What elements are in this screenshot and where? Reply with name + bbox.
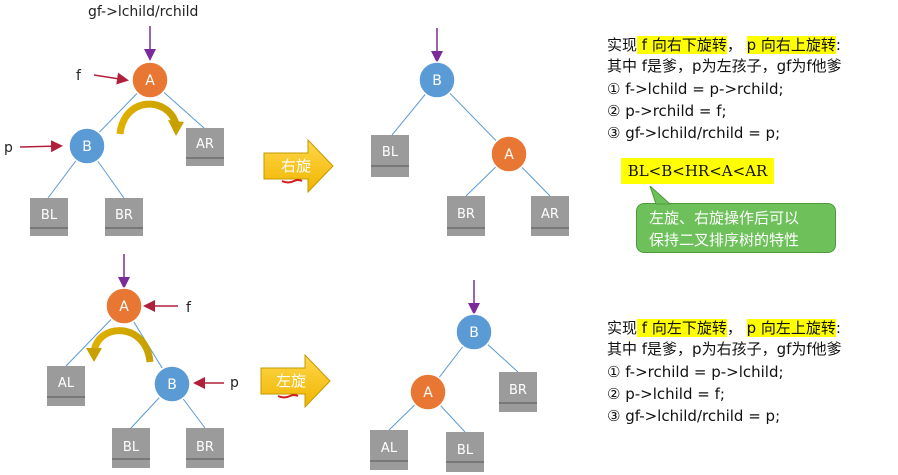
node-b (418, 61, 456, 99)
box-ar-label: AR (196, 137, 214, 152)
box-br-label: BR (457, 207, 475, 222)
f-label-bottom: f (186, 300, 192, 316)
node-b-label: B (469, 325, 479, 341)
inorder-sequence: BL<B<HR<A<AR (621, 158, 774, 184)
p-pointer-arrow-top (19, 140, 63, 153)
callout-line-2: 保持二叉排序树的特性 (649, 231, 800, 249)
node-b-label: B (82, 139, 92, 155)
p-label-top: p (4, 140, 13, 156)
node-a (105, 287, 143, 325)
right-rotate-label: 右旋 (281, 157, 311, 175)
box-al: AL (370, 430, 408, 470)
desc-suffix: : (835, 36, 841, 54)
left-rotate-arrow: 左旋 (260, 353, 331, 409)
node-b-label: B (432, 73, 442, 89)
node-a (131, 61, 169, 99)
scribble-mark (277, 394, 299, 399)
box-br-label: BR (509, 383, 527, 398)
node-a (409, 373, 447, 411)
gf-label: gf->lchild/rchild (88, 4, 198, 20)
desc-prefix: 实现 (607, 36, 638, 54)
bottom-step-3: ③ gf->lchild/rchild = p; (607, 407, 781, 425)
box-bl-label: BL (382, 145, 399, 160)
top-desc-line2: 其中 f是爹，p为左孩子，gf为f他爹 (607, 57, 842, 75)
box-bl: BL (112, 428, 150, 468)
top-step-2: ② p->rchild = f; (607, 102, 727, 120)
desc-separator: ， (726, 319, 747, 337)
node-a (490, 135, 528, 173)
box-br: BR (186, 428, 224, 468)
box-bl: BL (446, 432, 484, 472)
p-label-bottom: p (230, 375, 239, 391)
desc-separator: ， (726, 36, 747, 54)
callout-note: 左旋、右旋操作后可以 保持二叉排序树的特性 (636, 203, 836, 253)
box-br: BR (105, 198, 143, 236)
rotation-curve-head-icon (86, 348, 102, 362)
rotation-curve-head-icon (168, 120, 184, 136)
top-desc-heading: 实现 f 向右下旋转， p 向右上旋转: (607, 35, 841, 55)
desc-highlight-f: f 向右下旋转 (637, 36, 727, 54)
f-label-top: f (76, 68, 82, 84)
callout-line-1: 左旋、右旋操作后可以 (649, 209, 800, 227)
box-ar: AR (186, 128, 224, 166)
box-br-label: BR (115, 208, 133, 223)
node-b (455, 313, 493, 351)
f-pointer-arrow-top (93, 72, 129, 85)
box-al-label: AL (381, 441, 398, 456)
box-ar-label: AR (541, 207, 559, 222)
desc-highlight-f: f 向左下旋转 (637, 319, 727, 337)
box-ar: AR (531, 196, 569, 236)
box-bl: BL (30, 198, 68, 236)
box-bl: BL (371, 135, 409, 177)
top-step-1: ① f->lchild = p->rchild; (607, 80, 784, 98)
box-br-label: BR (196, 440, 214, 455)
node-a-label: A (119, 299, 129, 315)
node-b-label: B (167, 377, 177, 393)
left-rotate-label: 左旋 (276, 372, 306, 390)
desc-suffix: : (835, 319, 841, 337)
box-al-label: AL (58, 376, 75, 391)
box-bl-label: BL (457, 443, 474, 458)
box-bl-label: BL (41, 208, 58, 223)
rotation-curve-icon (116, 100, 180, 135)
node-a-label: A (423, 385, 433, 401)
rotation-curve-icon (90, 327, 154, 363)
box-br: BR (499, 372, 537, 412)
desc-highlight-p: p 向左上旋转 (746, 319, 836, 337)
bottom-desc-line2: 其中 f是爹，p为右孩子，gf为f他爹 (607, 340, 842, 358)
node-b (153, 365, 191, 403)
node-a-label: A (145, 73, 155, 89)
box-bl-label: BL (123, 440, 140, 455)
bottom-desc-heading: 实现 f 向左下旋转， p 向左上旋转: (607, 318, 841, 338)
desc-prefix: 实现 (607, 319, 638, 337)
desc-highlight-p: p 向右上旋转 (746, 36, 836, 54)
bottom-step-2: ② p->lchild = f; (607, 385, 725, 403)
box-br: BR (447, 196, 485, 236)
scribble-mark (281, 179, 303, 184)
top-step-3: ③ gf->lchild/rchild = p; (607, 124, 781, 142)
node-a-label: A (504, 147, 514, 163)
box-al: AL (47, 366, 85, 406)
callout-pointer-icon (649, 186, 672, 205)
node-b (68, 127, 106, 165)
bottom-step-1: ① f->rchild = p->lchild; (607, 363, 784, 381)
right-rotate-arrow: 右旋 (263, 138, 334, 194)
